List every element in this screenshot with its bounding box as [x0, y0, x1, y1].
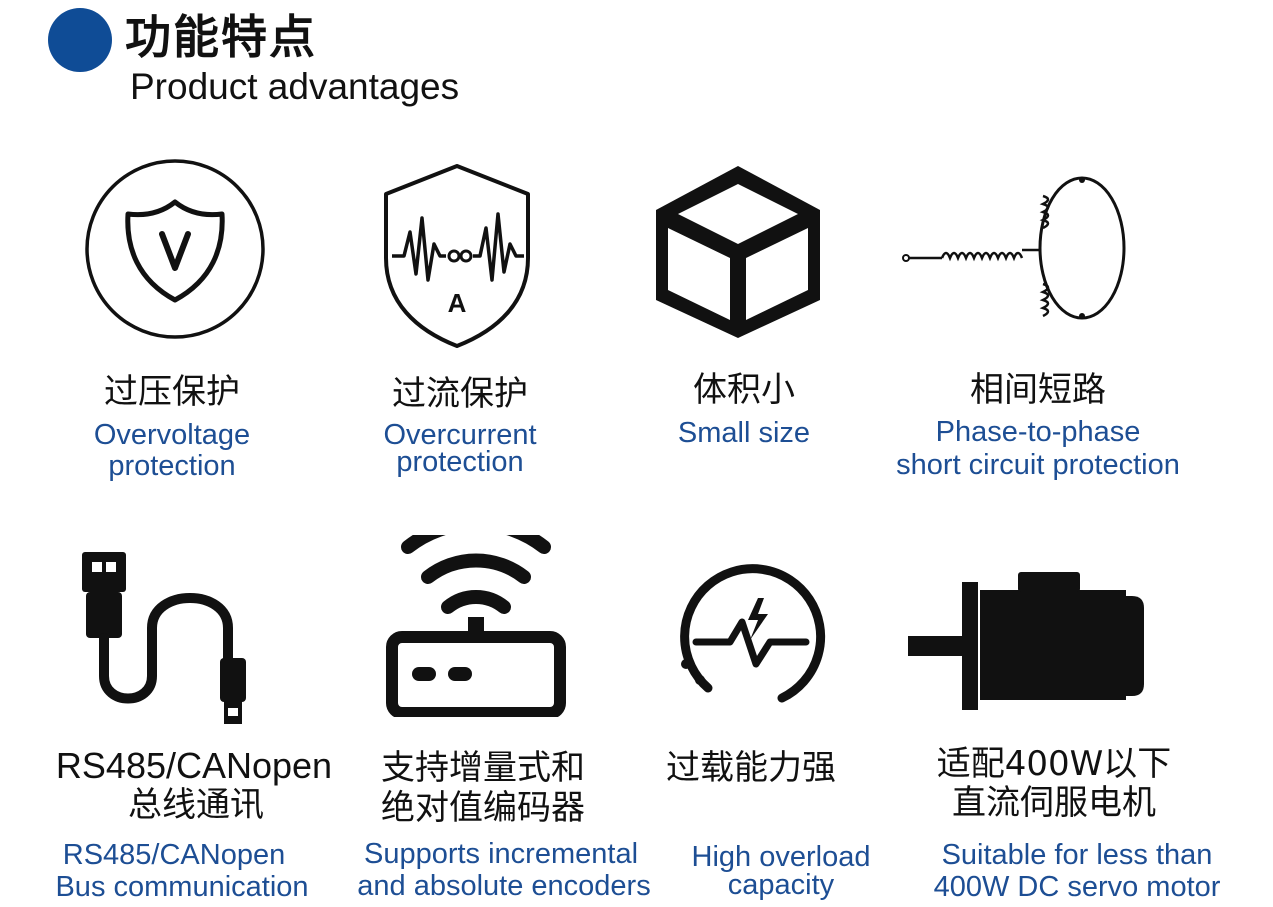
feature-1-label-cn: 过压保护: [104, 372, 240, 412]
feature-2-label-cn: 过流保护: [392, 374, 528, 414]
feature-2-label-en-2: protection: [396, 446, 524, 478]
coil-circuit-icon: [902, 176, 1126, 320]
feature-5-label-cn-2: 总线通讯: [128, 785, 264, 825]
feature-6-label-en-1: Supports incremental: [363, 838, 639, 870]
feature-7-label-en-1: High overload: [691, 841, 871, 873]
feature-1-label-en-2: protection: [108, 450, 236, 482]
usb-cable-icon: [82, 552, 246, 724]
feature-2-label-en-1: Overcurrent: [383, 419, 537, 451]
feature-8-label-cn-1: 适配400W以下: [936, 744, 1172, 784]
page-title: 功能特点: [125, 10, 317, 64]
feature-8-label-cn-2: 直流伺服电机: [952, 783, 1156, 823]
router-wifi-icon: [386, 535, 566, 717]
feature-3-label-cn: 体积小: [693, 370, 795, 410]
header-dot-icon: [48, 8, 112, 72]
feature-7-label-en-2: capacity: [727, 869, 835, 901]
feature-4-label-en-1: Phase-to-phase: [935, 416, 1141, 448]
feature-6-label-cn-1: 支持增量式和: [381, 748, 585, 788]
servo-motor-icon: [908, 572, 1144, 710]
feature-4-label-en-2: short circuit protection: [896, 449, 1180, 481]
feature-6-label-cn-2: 绝对值编码器: [381, 788, 585, 828]
feature-3-label-en-1: Small size: [677, 417, 811, 449]
shield-v-icon: [85, 159, 265, 339]
feature-8-label-en-2: 400W DC servo motor: [933, 871, 1221, 903]
feature-8-label-en-1: Suitable for less than: [941, 839, 1213, 871]
feature-5-label-en-1: RS485/CANopen: [62, 839, 286, 871]
shield-waveform-icon: A: [384, 164, 530, 348]
feature-5-label-cn-1: RS485/CANopen: [55, 745, 333, 786]
feature-1-label-en-1: Overvoltage: [93, 419, 251, 451]
feature-5-label-en-2: Bus communication: [55, 871, 309, 903]
overload-gauge-icon: [680, 564, 826, 703]
feature-6-label-en-2: and absolute encoders: [357, 870, 651, 902]
page-subtitle: Product advantages: [130, 66, 460, 107]
cube-icon: [656, 166, 820, 338]
feature-7-label-cn: 过载能力强: [666, 748, 836, 788]
feature-4-label-cn: 相间短路: [970, 370, 1106, 410]
svg-text:A: A: [448, 288, 467, 318]
